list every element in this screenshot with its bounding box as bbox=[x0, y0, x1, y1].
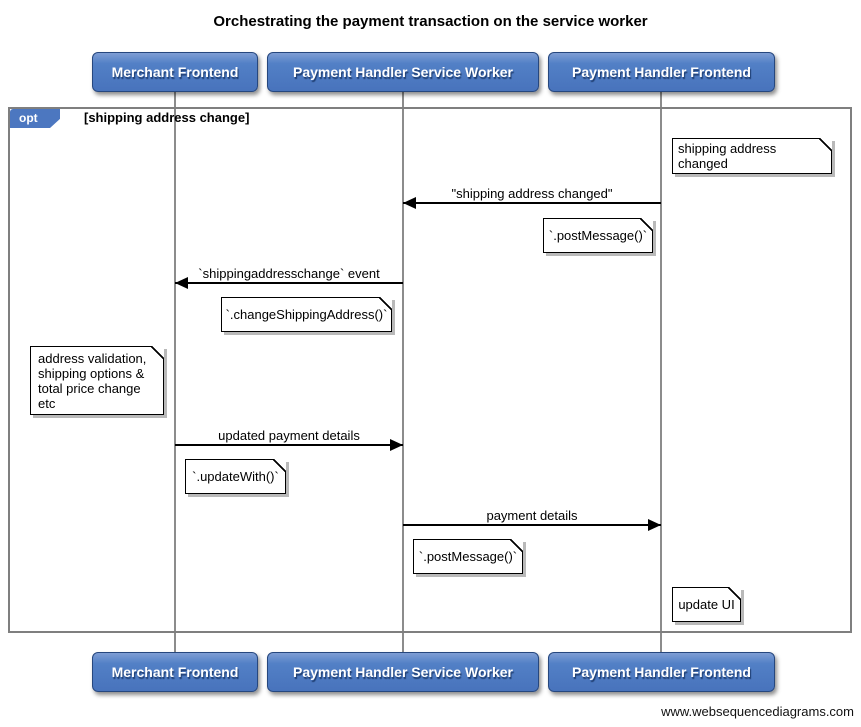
actor-label: Payment Handler Service Worker bbox=[293, 664, 513, 680]
diagram-title: Orchestrating the payment transaction on… bbox=[213, 13, 648, 30]
note-fold-icon bbox=[728, 587, 741, 600]
message-label-shipping-address-changed: "shipping address changed" bbox=[451, 186, 613, 201]
arrowhead-left-icon bbox=[175, 277, 188, 289]
message-line bbox=[403, 524, 661, 526]
note-postmessage-upper: `.postMessage()` bbox=[543, 218, 653, 253]
opt-guard-label: [shipping address change] bbox=[84, 110, 250, 125]
message-label-shippingaddresschange-event: `shippingaddresschange` event bbox=[198, 266, 380, 281]
message-line bbox=[175, 444, 403, 446]
opt-fragment-frame bbox=[8, 107, 852, 633]
opt-operator-tab: opt bbox=[10, 109, 60, 128]
message-label-payment-details: payment details bbox=[486, 508, 578, 523]
lifeline-payment-handler-service-worker bbox=[402, 92, 404, 652]
note-updatewith: `.updateWith()` bbox=[185, 459, 286, 494]
actor-label: Payment Handler Frontend bbox=[572, 664, 751, 680]
actor-merchant-frontend-top: Merchant Frontend bbox=[92, 52, 258, 92]
arrowhead-left-icon bbox=[403, 197, 416, 209]
note-changeshippingaddress: `.changeShippingAddress()` bbox=[221, 297, 392, 332]
note-shipping-address-changed: shipping address changed bbox=[672, 138, 832, 174]
note-fold-icon bbox=[273, 459, 286, 472]
message-line bbox=[175, 282, 403, 284]
arrowhead-right-icon bbox=[648, 519, 661, 531]
lifeline-payment-handler-frontend bbox=[660, 92, 662, 652]
actor-label: Merchant Frontend bbox=[111, 664, 239, 680]
watermark: www.websequencediagrams.com bbox=[661, 704, 854, 719]
actor-payment-handler-frontend-top: Payment Handler Frontend bbox=[548, 52, 775, 92]
note-fold-icon bbox=[510, 539, 523, 552]
message-line bbox=[403, 202, 661, 204]
message-label-updated-payment-details: updated payment details bbox=[218, 428, 360, 443]
actor-label: Merchant Frontend bbox=[111, 64, 239, 80]
note-fold-icon bbox=[379, 297, 392, 310]
actor-payment-handler-service-worker-top: Payment Handler Service Worker bbox=[267, 52, 539, 92]
note-address-validation: address validation, shipping options & t… bbox=[30, 346, 164, 415]
actor-merchant-frontend-bottom: Merchant Frontend bbox=[92, 652, 258, 692]
arrowhead-right-icon bbox=[390, 439, 403, 451]
note-update-ui: update UI bbox=[672, 587, 741, 622]
note-fold-icon bbox=[640, 218, 653, 231]
actor-label: Payment Handler Service Worker bbox=[293, 64, 513, 80]
note-fold-icon bbox=[151, 346, 164, 359]
actor-payment-handler-frontend-bottom: Payment Handler Frontend bbox=[548, 652, 775, 692]
actor-payment-handler-service-worker-bottom: Payment Handler Service Worker bbox=[267, 652, 539, 692]
note-fold-icon bbox=[819, 138, 832, 151]
note-postmessage-lower: `.postMessage()` bbox=[413, 539, 523, 574]
actor-label: Payment Handler Frontend bbox=[572, 64, 751, 80]
lifeline-merchant-frontend bbox=[174, 92, 176, 652]
